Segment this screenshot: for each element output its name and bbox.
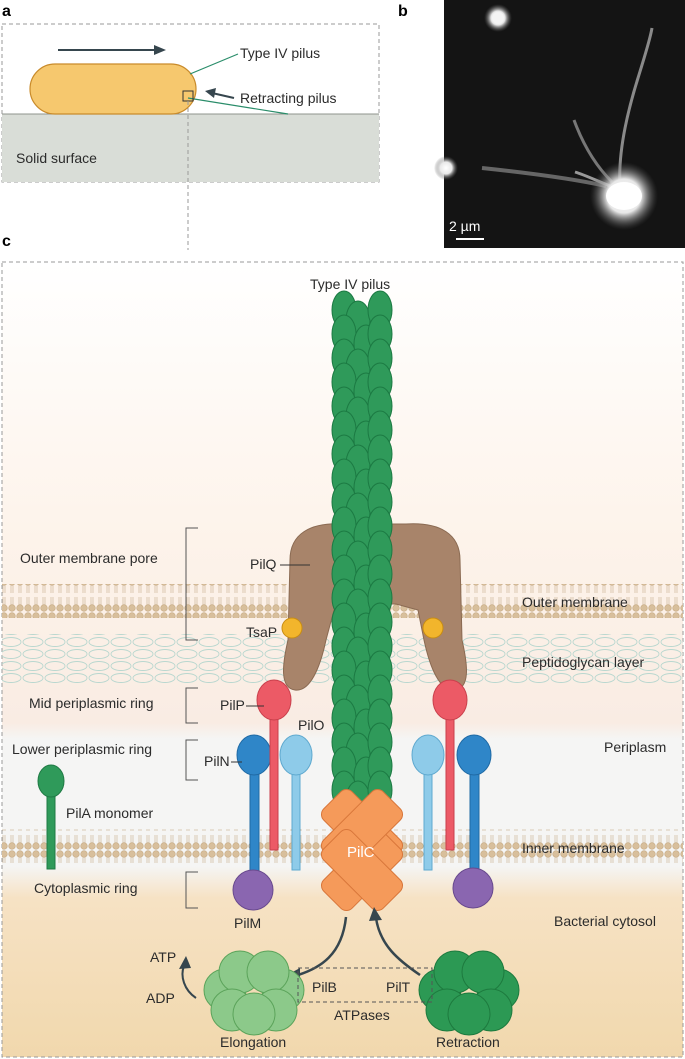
piln-head-left <box>236 734 272 776</box>
tsap-label: TsaP <box>246 624 277 640</box>
mid-periplasmic-ring-label: Mid periplasmic ring <box>29 695 153 711</box>
elongation-arrow <box>297 916 348 977</box>
tsap-right <box>422 617 444 639</box>
pilm-right <box>452 867 494 909</box>
pilc <box>320 788 404 912</box>
tsap-left <box>281 617 303 639</box>
pilp-stalk-left <box>269 699 279 851</box>
atpases-label: ATPases <box>334 1007 390 1023</box>
solid-surface-label: Solid surface <box>16 150 97 166</box>
pila-monomer-label: PilA monomer <box>66 805 153 821</box>
pilb-label: PilB <box>312 979 337 995</box>
bacterial-cytosol-label: Bacterial cytosol <box>554 913 656 929</box>
panel-label-c: c <box>2 233 11 250</box>
pilp-stalk-right <box>445 699 455 851</box>
outer-membrane-label: Outer membrane <box>522 594 628 610</box>
type-iv-pilus-line <box>189 53 239 75</box>
bacterium-cell <box>29 63 197 115</box>
retraction-arrow <box>374 917 421 977</box>
mid-ring-bracket <box>185 687 198 724</box>
panel-label-b: b <box>398 3 408 20</box>
pilo-stalk-left <box>291 759 301 871</box>
periplasm-label: Periplasm <box>604 739 666 755</box>
piln-head-right <box>456 734 492 776</box>
inner-membrane-label: Inner membrane <box>522 840 625 856</box>
retraction-label: Retraction <box>436 1034 500 1050</box>
lower-periplasmic-ring-label: Lower periplasmic ring <box>12 741 152 757</box>
piln-stalk-left <box>249 759 260 881</box>
cytoplasmic-bracket <box>185 871 198 909</box>
panel-c-title: Type IV pilus <box>310 276 390 292</box>
pilm-left <box>232 869 274 911</box>
pilq-label: PilQ <box>250 556 277 572</box>
pilo-label: PilO <box>298 717 325 733</box>
retracting-arrow <box>211 92 235 99</box>
outer-membrane-pore-label: Outer membrane pore <box>20 550 158 566</box>
panel-label-a: a <box>2 3 11 20</box>
piln-label: PilN <box>204 753 230 769</box>
solid-surface <box>2 114 379 182</box>
type-iv-pilus-filament <box>331 290 393 844</box>
pilo-head-right <box>411 734 445 776</box>
pila-head <box>37 764 65 798</box>
peptidoglycan-layer-label: Peptidoglycan layer <box>522 654 645 670</box>
pilo-head-left <box>279 734 313 776</box>
atp-label: ATP <box>150 949 176 965</box>
pore-bracket <box>185 527 198 641</box>
pilm-label: PilM <box>234 915 261 931</box>
pilp-head-right <box>432 679 468 721</box>
pilp-head-left <box>256 679 292 721</box>
lower-ring-bracket <box>185 739 198 781</box>
type-iv-pilus-label: Type IV pilus <box>240 45 320 61</box>
retracting-pilus-label: Retracting pilus <box>240 90 337 106</box>
elongation-label: Elongation <box>220 1034 286 1050</box>
scale-bar-label: 2 µm <box>449 218 480 234</box>
pilb-hexamer <box>203 950 305 1036</box>
pilt-hexamer <box>418 950 520 1036</box>
pilc-label: PilC <box>347 844 375 861</box>
pilo-stalk-right <box>423 759 433 871</box>
atpases-box <box>297 967 433 1003</box>
piln-stalk-right <box>469 759 480 881</box>
pilt-label: PilT <box>386 979 411 995</box>
adp-label: ADP <box>146 990 175 1006</box>
cytoplasmic-ring-label: Cytoplasmic ring <box>34 880 137 896</box>
retracting-pilus-line <box>187 97 289 115</box>
pilp-label: PilP <box>220 697 245 713</box>
